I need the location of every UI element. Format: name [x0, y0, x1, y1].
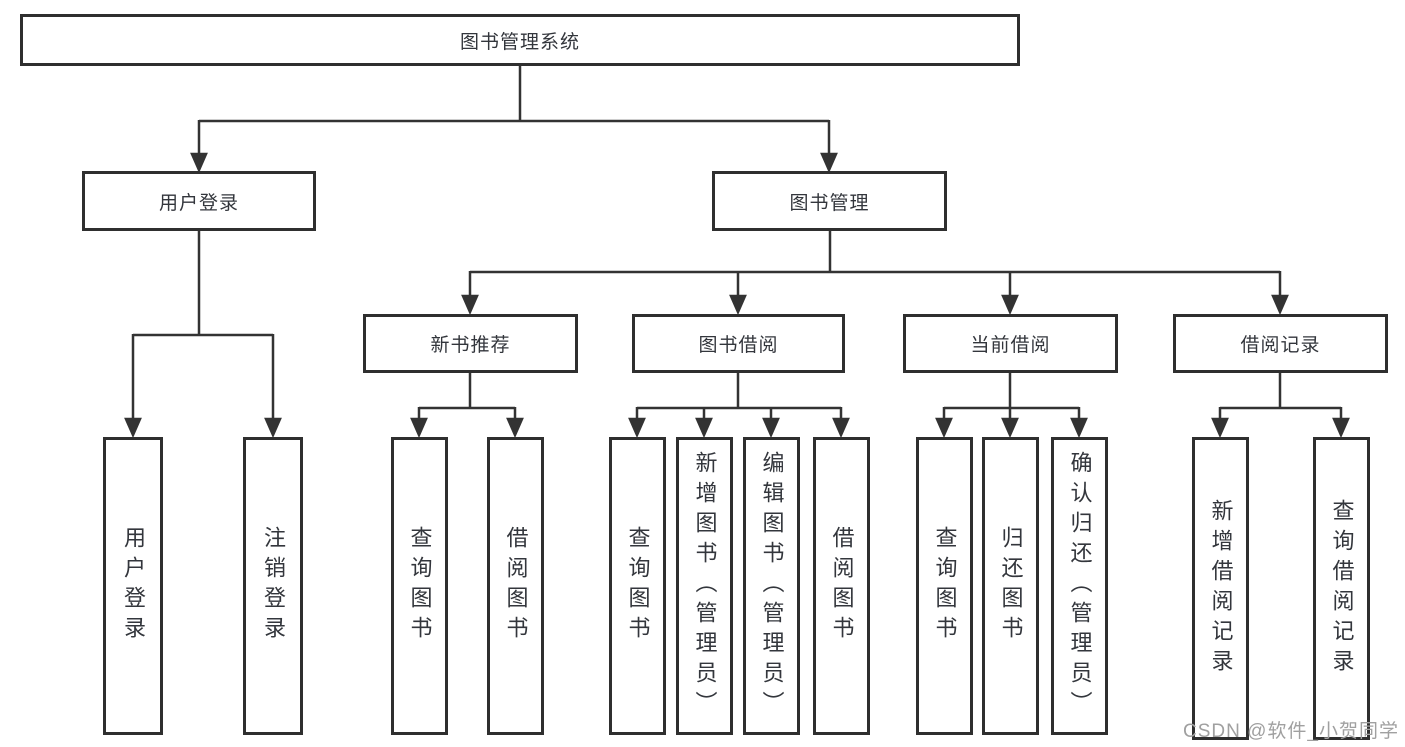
- node-new-book-recommend: 新书推荐: [363, 314, 578, 373]
- leaf-bb-borrow-books: 借阅图书: [813, 437, 870, 735]
- leaf-bb-borrow-books-label: 借阅图书: [829, 526, 855, 646]
- connector-root-to-level2: [190, 66, 838, 174]
- node-borrowing-records: 借阅记录: [1173, 314, 1388, 373]
- node-user-login: 用户登录: [82, 171, 316, 231]
- leaf-cb-return-books: 归还图书: [982, 437, 1039, 735]
- csdn-watermark: CSDN @软件_小贺同学: [1183, 721, 1399, 742]
- node-book-management: 图书管理: [712, 171, 947, 231]
- leaf-bb-edit-books-admin-label: 编辑图书（管理员）: [759, 451, 785, 721]
- node-root-library-system: 图书管理系统: [20, 14, 1020, 66]
- leaf-logout: 注销登录: [243, 437, 303, 735]
- leaf-nbr-borrow-books-label: 借阅图书: [503, 526, 529, 646]
- leaf-cb-query-books-label: 查询图书: [932, 526, 958, 646]
- leaf-br-add-record: 新增借阅记录: [1192, 437, 1249, 740]
- leaf-bb-query-books: 查询图书: [609, 437, 666, 735]
- leaf-cb-confirm-return-admin: 确认归还（管理员）: [1051, 437, 1108, 735]
- node-book-borrowing-label: 图书借阅: [698, 335, 779, 356]
- leaf-user-login: 用户登录: [103, 437, 163, 735]
- node-root-label: 图书管理系统: [459, 31, 580, 53]
- leaf-cb-query-books: 查询图书: [916, 437, 973, 735]
- leaf-bb-add-books-admin: 新增图书（管理员）: [676, 437, 733, 735]
- node-new-book-recommend-label: 新书推荐: [430, 335, 511, 356]
- connector-borrow-records-to-leaves: [1211, 373, 1350, 439]
- leaf-br-add-record-label: 新增借阅记录: [1208, 498, 1234, 679]
- connector-book-mgmt-to-level3: [461, 231, 1289, 316]
- connector-current-borrow-to-leaves: [935, 373, 1088, 439]
- connector-new-book-rec-to-leaves: [410, 373, 524, 439]
- node-current-borrowing-label: 当前借阅: [970, 335, 1051, 356]
- node-book-management-label: 图书管理: [789, 192, 870, 214]
- connector-book-borrow-to-leaves: [628, 373, 850, 439]
- leaf-bb-edit-books-admin: 编辑图书（管理员）: [743, 437, 800, 735]
- leaf-nbr-borrow-books: 借阅图书: [487, 437, 544, 735]
- node-user-login-label: 用户登录: [158, 192, 239, 214]
- leaf-bb-query-books-label: 查询图书: [625, 526, 651, 646]
- leaf-nbr-query-books-label: 查询图书: [407, 526, 433, 646]
- leaf-user-login-label: 用户登录: [121, 526, 146, 646]
- leaf-br-query-record: 查询借阅记录: [1313, 437, 1370, 740]
- node-book-borrowing: 图书借阅: [632, 314, 845, 373]
- leaf-bb-add-books-admin-label: 新增图书（管理员）: [692, 451, 718, 721]
- leaf-cb-confirm-return-admin-label: 确认归还（管理员）: [1067, 451, 1093, 721]
- leaf-logout-label: 注销登录: [261, 526, 286, 646]
- leaf-cb-return-books-label: 归还图书: [998, 526, 1024, 646]
- leaf-nbr-query-books: 查询图书: [391, 437, 448, 735]
- node-current-borrowing: 当前借阅: [903, 314, 1118, 373]
- node-borrowing-records-label: 借阅记录: [1240, 335, 1321, 356]
- leaf-br-query-record-label: 查询借阅记录: [1329, 498, 1355, 679]
- connector-user-login-to-leaves: [124, 231, 282, 439]
